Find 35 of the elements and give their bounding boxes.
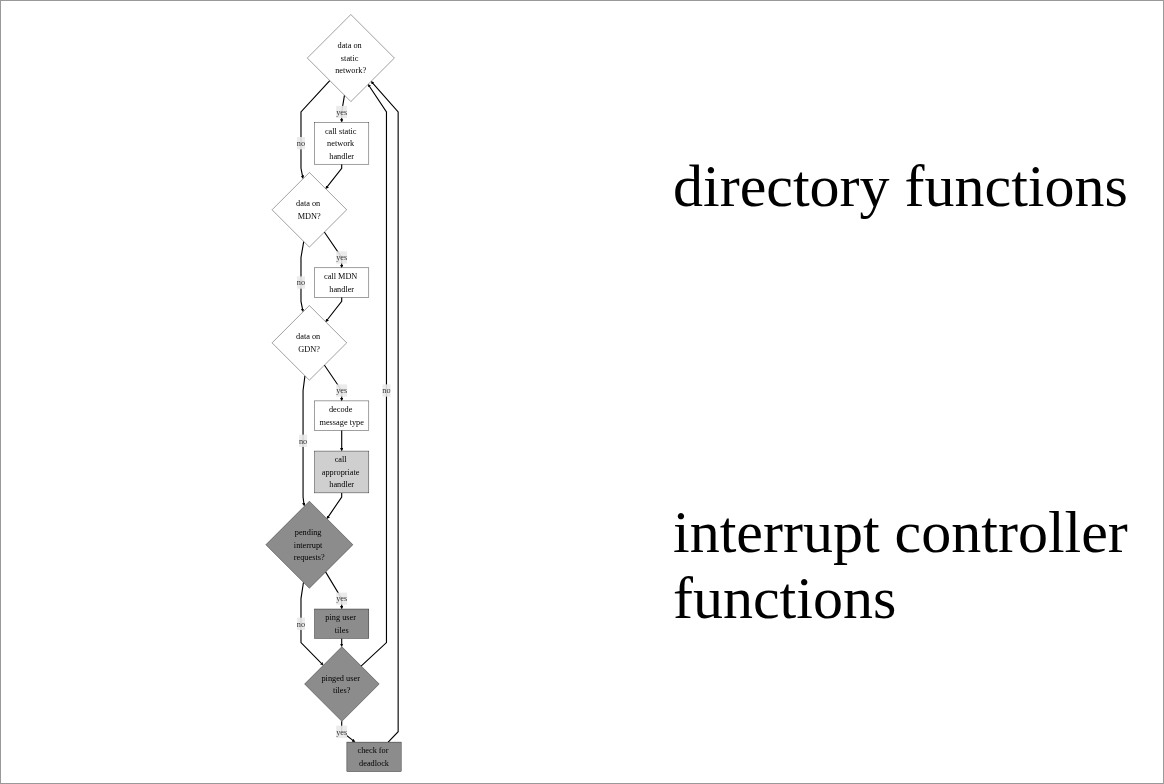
edge-label: no [296,277,305,288]
node-diamond: pending interrupt requests? [265,501,353,589]
arrow [324,571,343,610]
node-box: call static network handler [313,122,369,165]
edge-label: yes [335,385,347,396]
arrow [299,241,304,312]
arrow [370,81,399,743]
node-diamond: data on static network? [306,14,395,102]
arrow [323,231,343,268]
node-box: call MDN handler [313,267,369,298]
arrow [323,364,343,402]
node-diamond: data on MDN? [271,172,347,248]
arrow [324,163,342,189]
arrow [339,94,345,123]
arrow [326,492,342,519]
edge-label: yes [335,252,347,263]
arrow [360,84,387,667]
edge-label: no [296,619,305,629]
arrow [299,80,330,179]
node-box: ping user tiles [313,608,369,639]
arrow [339,429,343,452]
node-box: call appropriate handler [313,450,369,494]
node-box: check for deadlock [346,741,401,772]
edge-label: yes [335,107,347,117]
node-box: decode message type [313,400,369,431]
edge-label: no [381,385,391,396]
section-label: directory functions [673,153,1129,219]
edge-label: no [298,435,307,446]
edge-label: yes [335,727,347,737]
arrow [324,296,342,323]
node-diamond: data on GDN? [271,305,347,381]
edge-label: no [296,138,305,148]
edge-label: yes [335,593,347,604]
section-label: interrupt controller functions [673,499,1129,631]
node-diamond: pinged user tiles? [303,646,379,722]
